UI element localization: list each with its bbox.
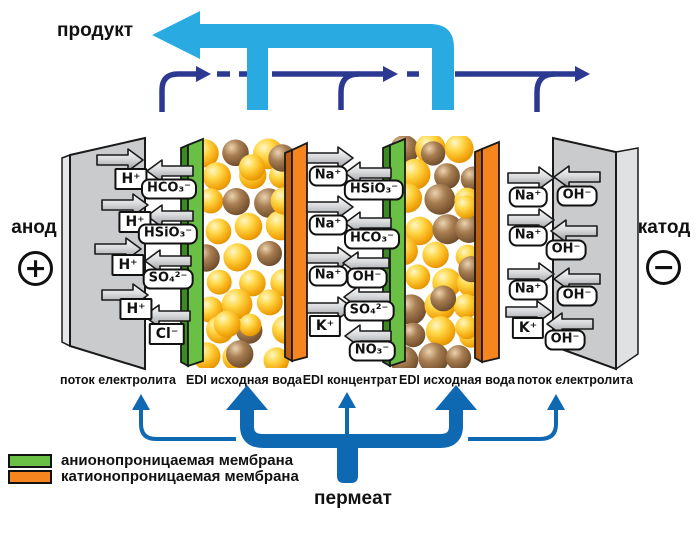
- stream-label-electrolyte-right: поток електролита: [517, 373, 633, 387]
- product-pipe: [152, 11, 454, 110]
- concentrate-waste-streams: [159, 66, 590, 112]
- ion-label: Na⁺: [308, 165, 348, 187]
- ion-arrow: [144, 249, 192, 273]
- ion-arrow: [146, 204, 194, 228]
- ion-arrow: [550, 219, 598, 243]
- ion-label: OH⁻: [544, 329, 586, 351]
- ion-label: K⁺: [308, 314, 342, 338]
- waste-arrowhead: [383, 66, 398, 82]
- waste-arrowhead: [196, 66, 211, 82]
- anode-label: анод: [11, 217, 57, 238]
- ion-arrow: [306, 146, 354, 170]
- ion-label: Na⁺: [508, 186, 548, 208]
- stream-label-feed-left: EDI исходная вода: [186, 373, 302, 387]
- ion-label: K⁺: [511, 316, 545, 340]
- cathode-label: катод: [637, 217, 691, 238]
- ion-arrow: [344, 161, 392, 185]
- legend-label-anion: анионопроницаемая мембрана: [61, 452, 294, 469]
- ion-arrow: [146, 159, 194, 183]
- permeate-arrowhead: [226, 385, 268, 410]
- ion-arrow: [507, 166, 555, 190]
- cathode-sign: −: [646, 250, 681, 285]
- ion-label: Na⁺: [508, 279, 548, 301]
- ion-label: Cl⁻: [148, 322, 186, 346]
- stream-label-electrolyte-left: поток електролита: [60, 373, 176, 387]
- ion-arrow: [306, 195, 354, 219]
- ion-label: SO₄²⁻: [142, 268, 194, 290]
- ion-label: OH⁻: [556, 185, 598, 207]
- ion-label: HCO₃⁻: [343, 228, 401, 250]
- anion-membrane-swatch: [8, 453, 52, 468]
- ion-label: HSiO₃⁻: [343, 179, 405, 201]
- ion-arrow: [96, 148, 144, 172]
- ion-label: HSiO₃⁻: [137, 223, 199, 245]
- ion-arrow: [546, 312, 594, 336]
- ion-arrow: [143, 304, 191, 328]
- cation-membrane-1: [284, 141, 308, 363]
- ion-label: H⁺: [119, 297, 153, 321]
- ion-label: HCO₃⁻: [140, 178, 198, 200]
- ion-arrow: [553, 267, 601, 291]
- ion-arrow: [553, 165, 601, 189]
- cation-membrane-2: [474, 140, 500, 364]
- resin-bed-1: [190, 138, 301, 368]
- ion-label: Na⁺: [508, 225, 548, 247]
- ion-label: SO₄²⁻: [343, 300, 395, 322]
- stream-label-feed-right: EDI исходная вода: [399, 373, 515, 387]
- ion-label: OH⁻: [346, 267, 388, 289]
- waste-arrowhead: [575, 66, 590, 82]
- ion-arrow: [344, 211, 392, 235]
- permeate-arrowhead: [132, 394, 150, 410]
- ion-arrow: [101, 193, 149, 217]
- ion-label: OH⁻: [545, 239, 587, 261]
- legend-item-anion-membrane: анионопроницаемая мембрана: [8, 452, 293, 469]
- legend-item-cation-membrane: катионопроницаемая мембрана: [8, 468, 299, 485]
- ion-label: NO₃⁻: [348, 340, 396, 362]
- permeate-arrowhead: [435, 385, 477, 410]
- ion-label: Na⁺: [308, 214, 348, 236]
- ion-arrow: [507, 262, 555, 286]
- anode-sign: +: [18, 251, 53, 286]
- ion-label: H⁺: [111, 253, 145, 277]
- stream-label-concentrate: EDI концентрат: [302, 373, 398, 387]
- permeate-arrowhead: [338, 392, 356, 408]
- product-label: продукт: [57, 20, 134, 41]
- product-arrowhead: [152, 11, 200, 59]
- ion-label: Na⁺: [308, 265, 348, 287]
- ion-label: H⁺: [114, 167, 148, 191]
- permeate-label: пермеат: [314, 488, 392, 509]
- permeate-arrowhead: [547, 394, 565, 410]
- ion-label: OH⁻: [556, 285, 598, 307]
- legend-label-cation: катионопроницаемая мембрана: [61, 468, 299, 485]
- permeate-manifold: [132, 385, 565, 483]
- ion-arrow: [507, 208, 555, 232]
- cation-membrane-swatch: [8, 469, 52, 484]
